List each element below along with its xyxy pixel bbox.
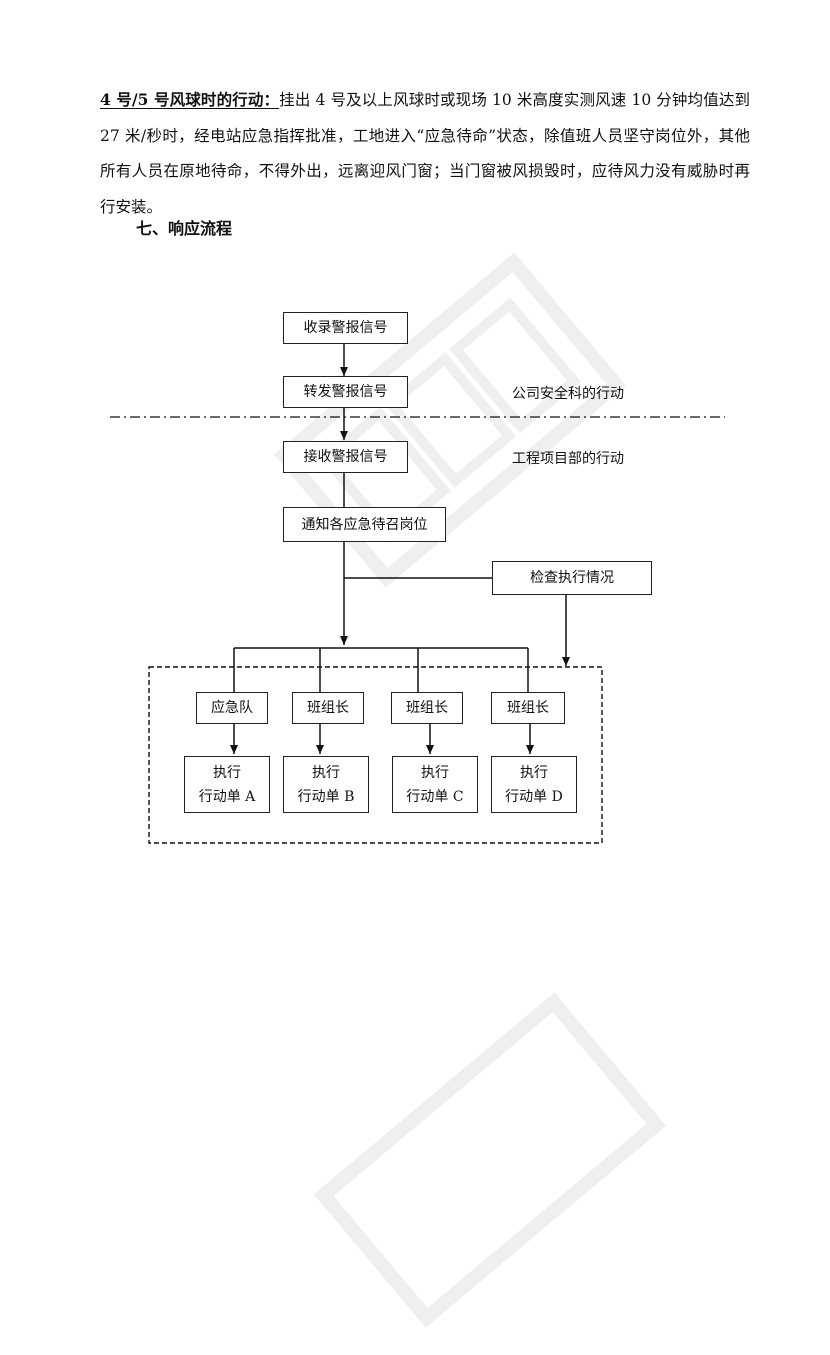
team-leader-box-2: 班组长 [391,692,463,724]
exec-c-line2: 行动单 C [406,788,464,805]
forward-signal-box: 转发警报信号 [283,376,408,408]
exec-c-line1: 执行 [421,764,449,781]
check-execution-box: 检查执行情况 [492,561,652,595]
exec-order-a-box: 执行 行动单 A [184,756,270,813]
exec-order-d-box: 执行 行动单 D [491,756,577,813]
exec-d-line2: 行动单 D [505,788,563,805]
exec-a-line1: 执行 [213,764,241,781]
receive-signal-box: 收录警报信号 [283,312,408,344]
safety-dept-label: 公司安全科的行动 [512,386,624,402]
emergency-team-box: 应急队 [196,692,268,724]
exec-d-line1: 执行 [520,764,548,781]
project-dept-label: 工程项目部的行动 [512,451,624,467]
flowchart-connectors [110,344,725,844]
exec-a-line2: 行动单 A [198,788,256,805]
execution-group-border [148,666,603,844]
paragraph-lead: 4 号/5 号风球时的行动： [100,90,280,109]
paragraph-text: 挂出 4 号及以上风球时或现场 10 米高度实测风速 10 分钟均值达到 27 … [100,91,751,216]
exec-order-b-box: 执行 行动单 B [283,756,369,813]
notify-posts-box: 通知各应急待召岗位 [283,507,446,542]
section-title: 七、响应流程 [136,219,233,238]
storm-signal-paragraph: 4 号/5 号风球时的行动：挂出 4 号及以上风球时或现场 10 米高度实测风速… [100,82,750,225]
accept-signal-box: 接收警报信号 [283,441,408,473]
exec-order-c-box: 执行 行动单 C [392,756,478,813]
team-leader-box-1: 班组长 [292,692,364,724]
team-leader-box-3: 班组长 [491,692,565,724]
exec-b-line1: 执行 [312,764,340,781]
exec-b-line2: 行动单 B [297,788,355,805]
